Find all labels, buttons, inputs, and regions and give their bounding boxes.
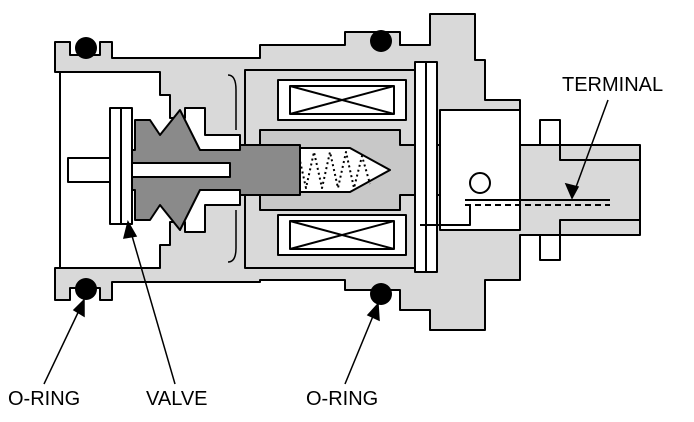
oring-top-right [370,30,392,52]
oring-top-left [75,37,97,59]
terminal-block [439,109,521,231]
leader-terminal [571,99,609,199]
oring-bottom-right [370,283,392,305]
connector-shell [520,119,641,261]
oring-right-label: O-RING [306,388,379,410]
terminal-pin-circle [469,172,491,194]
leader-oring-left [43,299,85,385]
terminal-label: TERMINAL [562,74,664,96]
leader-valve [127,221,176,385]
valve-label: VALVE [146,388,208,410]
oring-bottom-left [75,278,97,300]
oring-left-label: O-RING [8,388,81,410]
valve-shaft [67,157,111,183]
spring [297,151,371,189]
